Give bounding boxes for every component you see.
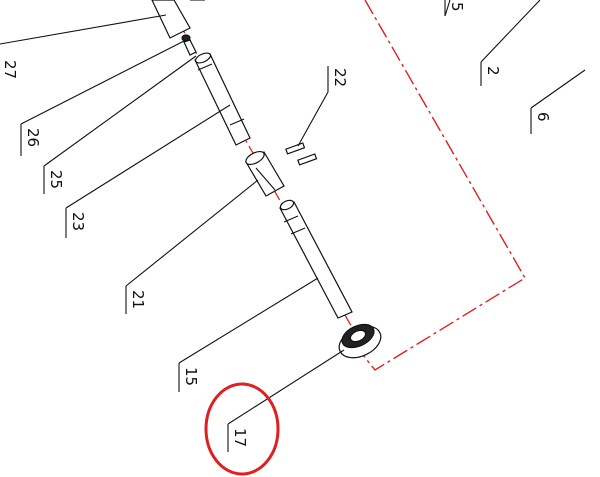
callout-21: 21 xyxy=(125,179,259,314)
callout-2-label: 2 xyxy=(484,66,502,76)
upper-shaft-part xyxy=(151,0,205,39)
part-22-pins xyxy=(285,142,318,166)
assembly-boundary-line xyxy=(354,0,526,371)
callout-27: 27 xyxy=(0,14,167,79)
callout-26: 26 xyxy=(20,39,187,156)
callout-25-label: 25 xyxy=(47,170,65,189)
callout-5: 5 xyxy=(444,0,466,17)
callout-27-label: 27 xyxy=(1,60,19,79)
highlight-circle xyxy=(204,382,280,476)
callout-6: 6 xyxy=(530,69,586,134)
callout-23: 23 xyxy=(65,104,231,238)
callout-5-label: 5 xyxy=(448,2,466,12)
callout-22: 22 xyxy=(297,66,349,147)
part-17-bearing xyxy=(338,323,382,359)
callout-2: 2 xyxy=(480,0,541,86)
part-26-pin xyxy=(181,34,197,56)
callout-17-label: 17 xyxy=(231,428,249,447)
callout-17: 17 xyxy=(227,349,345,452)
part-25-shaft xyxy=(194,52,251,146)
callout-15-label: 15 xyxy=(182,367,200,386)
part-15-shaft xyxy=(279,199,353,319)
callout-21-label: 21 xyxy=(129,290,147,309)
callout-22-label: 22 xyxy=(331,68,349,87)
callout-15: 15 xyxy=(178,277,319,392)
callout-26-label: 26 xyxy=(24,128,42,147)
callout-23-label: 23 xyxy=(69,212,87,231)
callout-25: 25 xyxy=(43,55,197,194)
callout-6-label: 6 xyxy=(534,112,552,122)
part-21-coupling xyxy=(245,150,285,197)
